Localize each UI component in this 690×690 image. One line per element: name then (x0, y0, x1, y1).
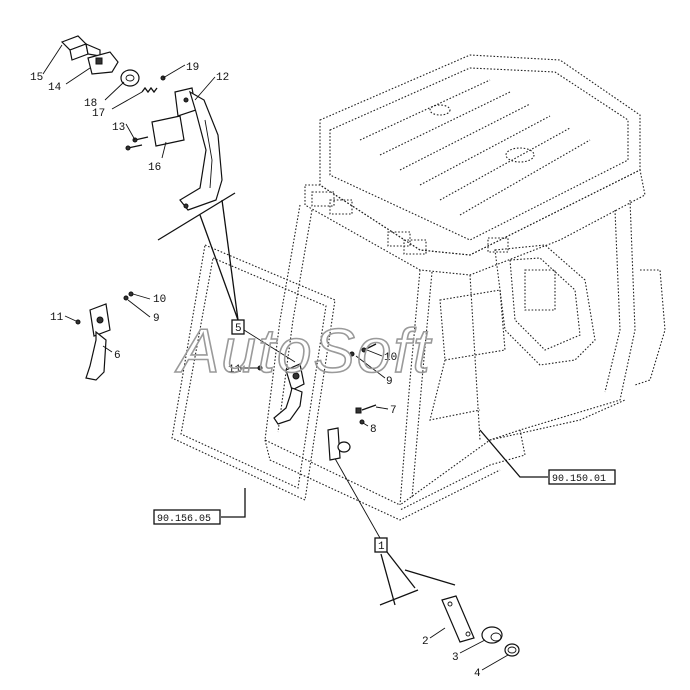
door-frame (171, 244, 336, 501)
door-handle-mounted (273, 363, 305, 425)
part-number-17: 17 (92, 108, 105, 120)
part-number-4: 4 (474, 668, 481, 680)
reference-frame-label: 90.156.05 (157, 514, 211, 525)
part-10-bolt-left (128, 291, 134, 297)
reference-cab: 90.150.01 (479, 429, 616, 485)
watermark: AutoSoft (174, 317, 433, 386)
part-11-nut-left (75, 319, 81, 325)
cab-outline (264, 54, 666, 521)
part-10-bolt-right (361, 343, 377, 353)
callout-group-a-label: 5 (235, 323, 242, 335)
part-3-bushing (481, 626, 503, 644)
part-number-9-right: 9 (386, 376, 393, 388)
part-number-12: 12 (216, 72, 229, 84)
part-number-10-left: 10 (153, 294, 166, 306)
callout-group-b-label: 1 (378, 541, 385, 553)
part-number-18: 18 (84, 98, 97, 110)
part-number-14: 14 (48, 82, 62, 94)
reference-frame: 90.156.05 (153, 488, 246, 525)
part-numbers: 15 14 18 17 19 12 13 16 10 9 11 6 11 10 … (30, 62, 481, 680)
part-number-8: 8 (370, 424, 377, 436)
callout-group-b: 1 (332, 454, 456, 606)
part-15-latch (60, 35, 101, 61)
part-2-hinge-plate (441, 595, 475, 643)
part-number-15: 15 (30, 72, 43, 84)
hinge-mounted (327, 427, 351, 461)
part-7-bolt (355, 404, 377, 414)
part-17-spring (141, 86, 158, 94)
part-9-washer-left (123, 295, 129, 301)
part-number-11-left: 11 (50, 312, 64, 324)
part-16-plate (151, 115, 185, 147)
part-12-handle (174, 87, 223, 211)
part-number-13: 13 (112, 122, 125, 134)
reference-cab-label: 90.150.01 (552, 474, 606, 485)
part-13-screws (125, 136, 149, 151)
part-18-washer (120, 69, 140, 87)
part-9-washer-right (349, 351, 355, 357)
part-number-2: 2 (422, 636, 429, 648)
part-6-inner-handle (85, 303, 111, 381)
part-number-6: 6 (114, 350, 121, 362)
part-14-bracket (87, 51, 119, 75)
part-number-10-right: 10 (384, 352, 397, 364)
part-number-11-door: 11 (228, 364, 242, 376)
part-number-9-left: 9 (153, 313, 160, 325)
part-number-16: 16 (148, 162, 161, 174)
leader-lines (42, 44, 509, 671)
part-number-7: 7 (390, 405, 397, 417)
part-number-19: 19 (186, 62, 199, 74)
callout-group-a: 5 (157, 192, 296, 363)
part-number-3: 3 (452, 652, 459, 664)
part-4-ring (504, 643, 520, 657)
